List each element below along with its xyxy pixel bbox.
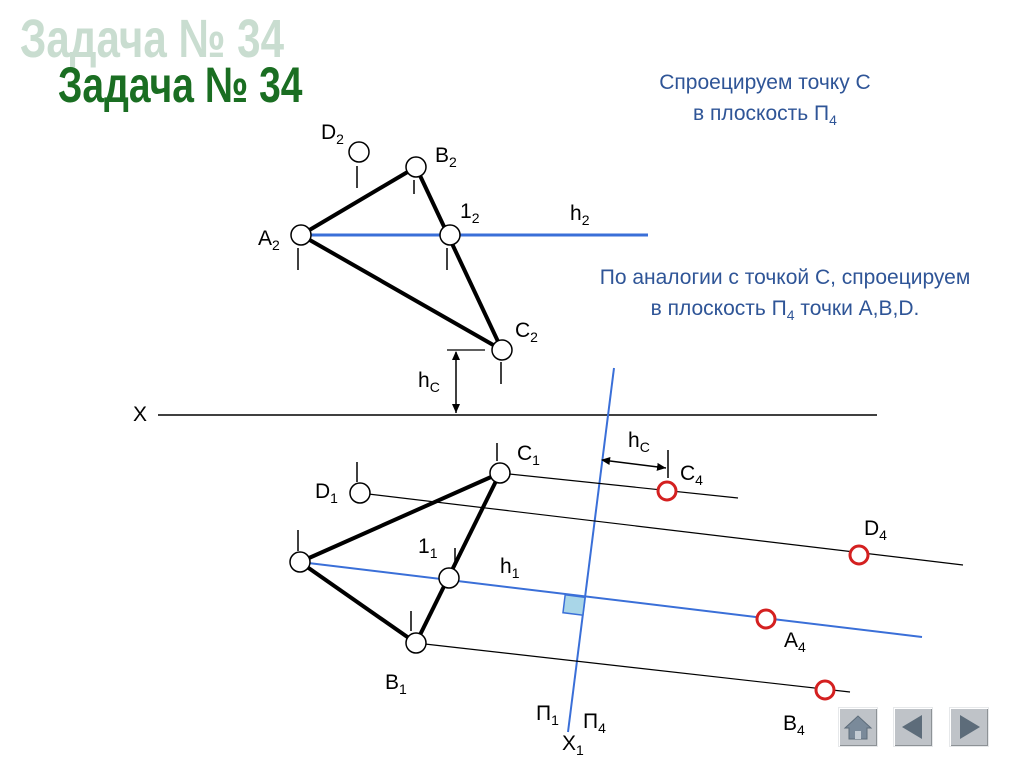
label-h2: h2 bbox=[570, 202, 590, 229]
point-d2 bbox=[348, 141, 370, 163]
point-a2 bbox=[290, 224, 312, 246]
label-1-1: 11 bbox=[418, 535, 438, 562]
label-b2: B2 bbox=[435, 144, 457, 171]
label-x1-axis: X1 bbox=[562, 732, 584, 759]
point-d4 bbox=[848, 544, 870, 566]
label-a4: A4 bbox=[784, 629, 806, 656]
label-d1: D1 bbox=[315, 480, 338, 507]
point-1-1 bbox=[438, 567, 460, 589]
point-1-2 bbox=[439, 224, 461, 246]
arrow-left-icon bbox=[902, 715, 922, 739]
analogy-note: По аналогии с точкой С, спроецируем в пл… bbox=[540, 262, 1024, 331]
page-title: Задача № 34 bbox=[58, 57, 303, 113]
points bbox=[289, 141, 513, 654]
point-b4 bbox=[814, 679, 836, 701]
right-angle-marker bbox=[562, 594, 586, 616]
top-triangle bbox=[299, 165, 504, 352]
x1-axis bbox=[567, 367, 615, 733]
instruction-note: Спроецируем точку С в плоскость П4 bbox=[600, 67, 930, 136]
label-h1: h1 bbox=[500, 555, 520, 582]
point-c4 bbox=[656, 480, 678, 502]
label-c4: C4 bbox=[680, 462, 703, 489]
previous-slide-button[interactable] bbox=[893, 707, 933, 747]
top-tick-marks bbox=[297, 166, 502, 384]
analogy-line-1: По аналогии с точкой С, спроецируем bbox=[599, 266, 971, 289]
point-c2 bbox=[491, 339, 513, 361]
home-button[interactable] bbox=[838, 707, 878, 747]
instruction-line-2: в плоскость П4 bbox=[693, 102, 837, 128]
label-p1: П1 bbox=[536, 702, 559, 729]
label-a2: A2 bbox=[258, 227, 280, 254]
label-d4: D4 bbox=[864, 517, 887, 544]
label-x-axis: X bbox=[133, 403, 148, 426]
next-slide-button[interactable] bbox=[949, 707, 989, 747]
point-c1 bbox=[489, 462, 511, 484]
title-shadow: Задача № 34 bbox=[20, 9, 285, 69]
point-a1 bbox=[289, 551, 311, 573]
point-b2 bbox=[405, 156, 427, 178]
projected-points bbox=[656, 480, 870, 701]
label-hc-bottom: hC bbox=[628, 429, 650, 456]
label-b4: B4 bbox=[783, 712, 805, 739]
label-1-2: 12 bbox=[460, 200, 480, 227]
instruction-line-1: Спроецируем точку С bbox=[659, 71, 871, 94]
point-a4 bbox=[755, 608, 777, 630]
bottom-triangle bbox=[298, 471, 502, 645]
h1-line bbox=[299, 561, 923, 638]
label-b1: B1 bbox=[385, 671, 407, 698]
label-d2: D2 bbox=[321, 121, 344, 148]
bottom-tick-marks bbox=[297, 443, 669, 631]
analogy-line-2: в плоскость П4 точки A,B,D. bbox=[650, 297, 920, 323]
arrow-right-icon bbox=[960, 715, 980, 739]
label-p4: П4 bbox=[583, 710, 606, 737]
hc-bottom-dimension bbox=[601, 457, 667, 471]
point-b1 bbox=[405, 632, 427, 654]
label-c1: C1 bbox=[517, 442, 540, 469]
label-hc-top: hC bbox=[418, 369, 440, 396]
point-d1 bbox=[349, 482, 371, 504]
label-c2: C2 bbox=[515, 319, 538, 346]
home-icon bbox=[843, 715, 873, 740]
